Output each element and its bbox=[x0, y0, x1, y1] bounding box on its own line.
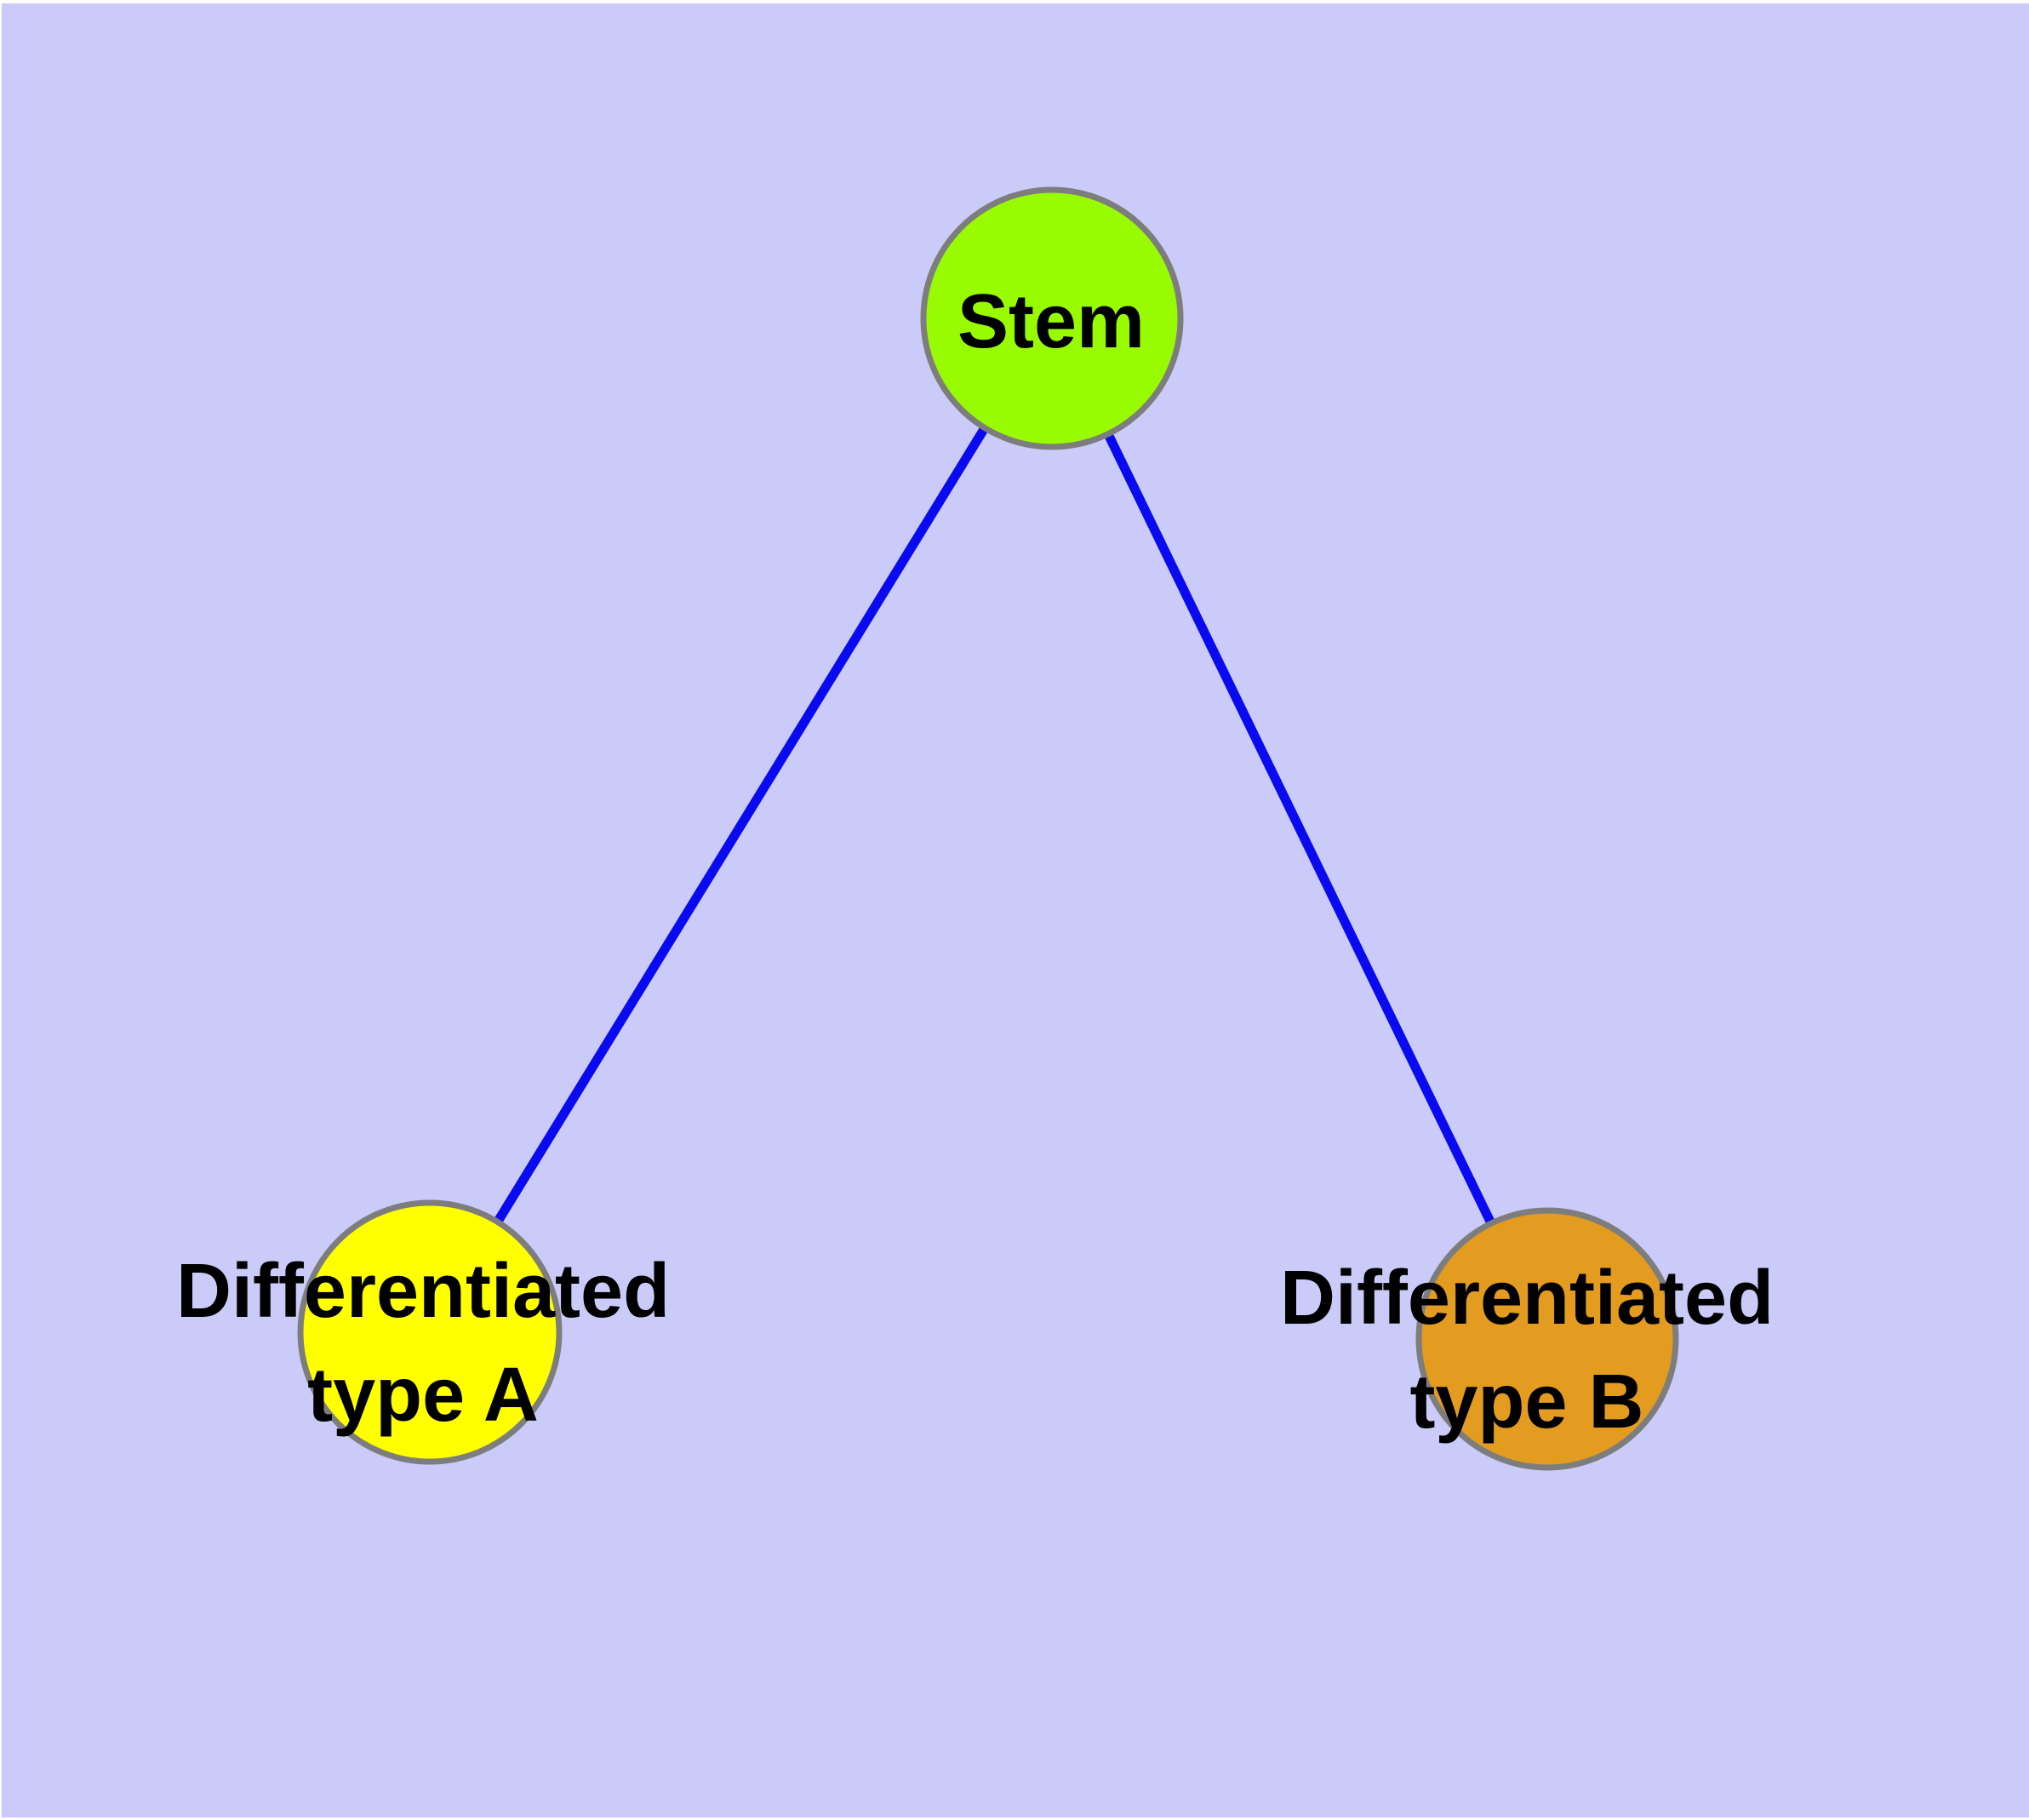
node-label-type-a-line-1: Differentiated bbox=[175, 1249, 671, 1334]
node-label-differentiated-type-a: Differentiated type A bbox=[176, 1239, 670, 1447]
node-label-type-b-line-2: type B bbox=[1409, 1359, 1644, 1445]
node-differentiated-type-a[interactable] bbox=[297, 1199, 563, 1465]
edge-stem-to-type-a[interactable] bbox=[426, 316, 1056, 1335]
node-label-differentiated-type-b: Differentiated type B bbox=[1280, 1246, 1774, 1454]
node-label-stem-line-1: Stem bbox=[957, 279, 1146, 364]
node-label-type-b-line-1: Differentiated bbox=[1279, 1256, 1775, 1341]
edge-stem-to-type-b[interactable] bbox=[1048, 316, 1552, 1342]
node-label-stem: Stem bbox=[957, 270, 1145, 374]
node-differentiated-type-b[interactable] bbox=[1415, 1207, 1679, 1471]
node-label-type-a-line-2: type A bbox=[307, 1353, 539, 1438]
node-stem[interactable] bbox=[920, 186, 1184, 450]
